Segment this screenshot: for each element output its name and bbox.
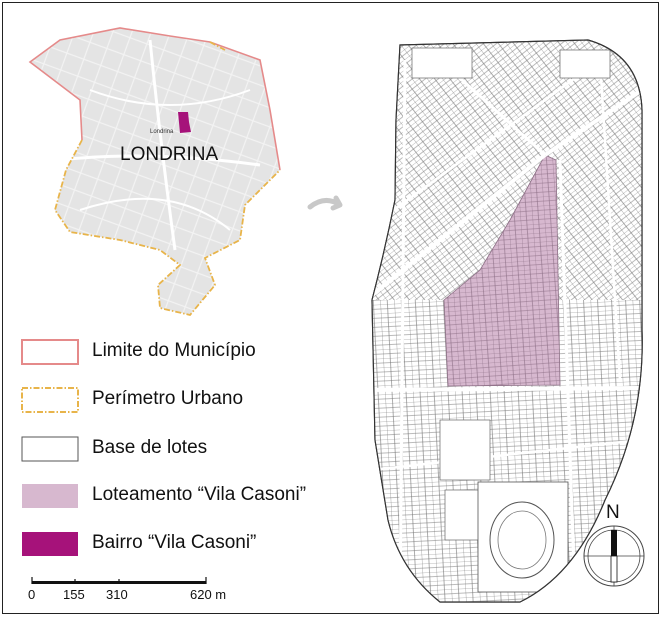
street <box>372 153 547 297</box>
street <box>379 58 601 222</box>
legend-item-bairro: Bairro “Vila Casoni” <box>22 531 256 555</box>
scale-tick-310: 310 <box>106 587 128 602</box>
swatch-bairro <box>22 532 78 556</box>
scale-bar <box>31 577 207 584</box>
legend-swatch-spacer <box>22 339 78 363</box>
scale-tick-0: 0 <box>28 587 36 602</box>
swatch-base-lotes <box>21 436 79 462</box>
legend-item-loteamento: Loteamento “Vila Casoni” <box>22 483 306 507</box>
legend-swatch-spacer <box>22 483 78 507</box>
legend-label-perimetro: Perímetro Urbano <box>92 388 244 409</box>
street <box>398 59 407 601</box>
legend-swatch-spacer <box>22 531 78 555</box>
swatch-loteamento <box>22 484 78 508</box>
north-label: N <box>606 502 620 523</box>
north-arrow-icon <box>611 530 617 556</box>
inset-city-label: LONDRINA <box>120 144 219 165</box>
street <box>372 438 641 472</box>
swatch-perimetro-urbano <box>21 387 79 413</box>
inset-small-label: Londrina <box>150 129 174 135</box>
municipality-area <box>30 28 280 315</box>
legend-item-limite: Limite do Município <box>22 339 256 363</box>
urban-perimeter-line <box>54 41 281 317</box>
scale-tick-620: 620 m <box>190 587 227 602</box>
legend-swatch-spacer <box>22 387 78 411</box>
legend-label-bairro: Bairro “Vila Casoni” <box>92 532 257 553</box>
legend-swatches <box>21 339 79 556</box>
pointer-arrow-icon <box>307 195 343 211</box>
stadium-field <box>497 510 547 570</box>
legend-label-lotes: Base de lotes <box>92 437 208 458</box>
street <box>558 159 577 601</box>
swatch-limite-municipio <box>21 339 79 365</box>
legend-swatch-spacer <box>22 436 78 460</box>
inset-roads <box>59 39 261 251</box>
inset-map: Londrina LONDRINA <box>28 27 281 317</box>
legend-label-loteamento: Loteamento “Vila Casoni” <box>92 484 307 505</box>
block <box>559 49 611 79</box>
block <box>411 47 473 79</box>
street <box>543 88 643 157</box>
bairro-highlight <box>178 112 191 133</box>
stadium <box>489 501 555 579</box>
scale-tick-155: 155 <box>63 587 85 602</box>
legend-item-lotes: Base de lotes <box>22 436 207 460</box>
legend-label-limite: Limite do Município <box>92 340 256 361</box>
loteamento-vila-casoni <box>443 154 561 387</box>
study-area-border <box>371 39 643 603</box>
legend-item-perimetro: Perímetro Urbano <box>22 387 243 411</box>
detail-map <box>371 39 643 603</box>
street <box>372 386 643 392</box>
municipality-limit-line <box>28 27 281 171</box>
block <box>439 419 491 481</box>
street <box>598 59 622 381</box>
north-arrow <box>583 525 645 587</box>
